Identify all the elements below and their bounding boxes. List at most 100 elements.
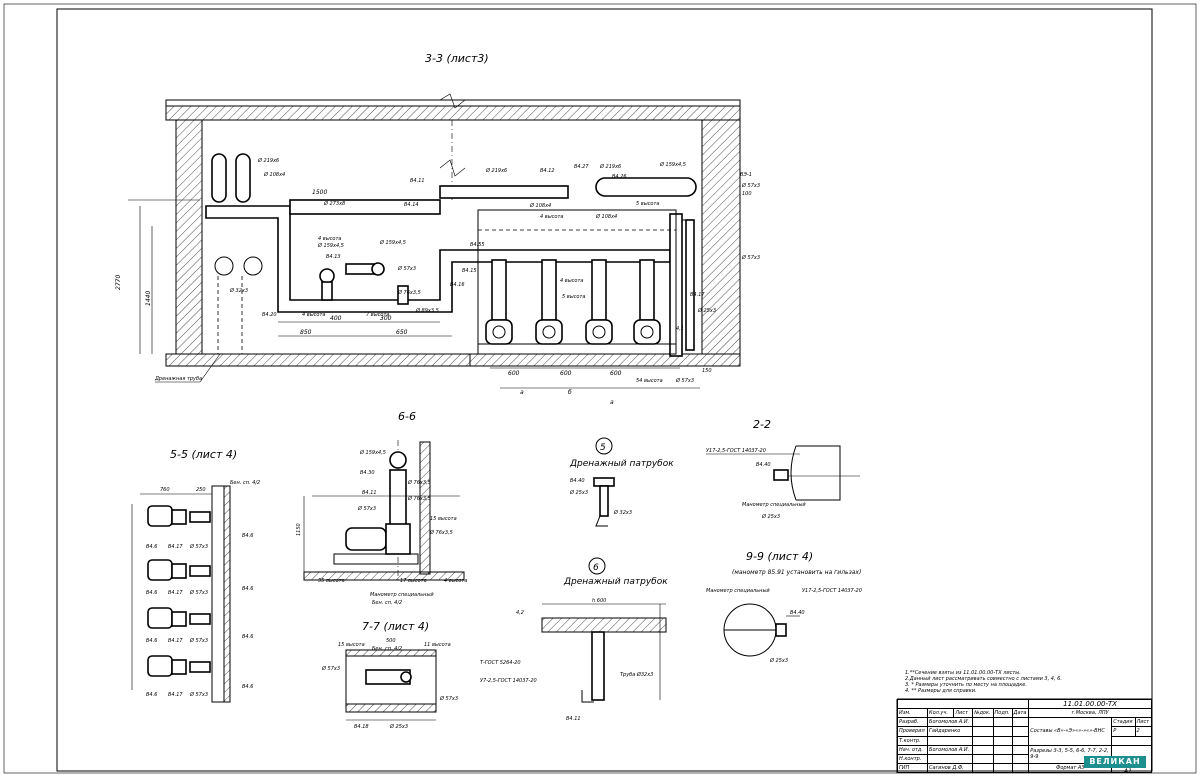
right-riser-2	[685, 219, 695, 351]
upper-pipe	[439, 185, 569, 199]
gauge-icon	[389, 451, 407, 469]
sheet-title: Составы «В»-«Э»«»-»«»-ВНС	[1028, 717, 1113, 746]
level-label: 4 высота	[560, 278, 583, 284]
stamp-cell	[1011, 744, 1030, 755]
wall-5-5	[211, 485, 225, 703]
ref-label: В4.27	[574, 164, 589, 170]
stamp-cell	[992, 735, 1013, 746]
level-label: 5 высота	[562, 294, 585, 300]
stamp-cell: Сагинов Д.Ф.	[927, 762, 974, 774]
pump-unit-3: В4.6 В4.17 Ø 57х3 В4.6	[146, 607, 253, 644]
stamp-cell: Дата	[1011, 708, 1030, 719]
stage-value: Р	[1111, 726, 1136, 737]
detail-circle	[588, 557, 606, 575]
level-label: 11 высота	[424, 642, 451, 648]
weld-note: У7-2,5-ГОСТ 14037-20	[480, 678, 537, 684]
ref-label: В4.15	[462, 268, 477, 274]
pump-6-6	[385, 523, 411, 555]
pipe-label: Ø 57х3	[741, 182, 760, 189]
stamp-cell	[992, 726, 1013, 737]
detail-6: 6 Дренажный патрубок h 600 4,2 Т-ГОСТ 52…	[480, 557, 668, 722]
pump-shaft	[541, 259, 557, 321]
note-line: 4. ** Размеры для справки.	[905, 688, 977, 694]
title-table: 11.01.00.00-ТХ Изм. Кол.уч. Лист №док. П…	[896, 698, 1153, 774]
dim-text: h 600	[592, 598, 606, 604]
sheet-number: А1	[1124, 768, 1132, 775]
leader	[199, 353, 221, 383]
nipple-pipe	[599, 485, 609, 517]
pipe-label: Ø 57х3	[439, 695, 458, 702]
note-line: 3. * Размеры уточнить по месту на площад…	[905, 682, 1027, 688]
section-9-9-note: (манометр 85.91 установить на гильзах)	[732, 569, 861, 576]
pipe-label: Ø 159x4,5	[359, 449, 386, 456]
section-5-5-title: 5-5 (лист 4)	[170, 448, 237, 461]
pipe-label: Ø 25х3	[569, 489, 588, 496]
level-label: 7 высота	[366, 312, 389, 318]
pump-motor	[535, 319, 563, 345]
stamp-cell	[972, 744, 994, 755]
pump-base	[477, 343, 677, 355]
stamp-cell: Проверил	[896, 726, 929, 737]
pump-unit-1: В4.6 В4.17 Ø 57х3 В4.6	[146, 505, 253, 550]
pipe-label: Ø 25х3	[761, 513, 780, 520]
pump-shaft	[591, 259, 607, 321]
ref-label: В4.30	[360, 470, 375, 476]
pipe-label: Ø 32х3	[229, 287, 248, 294]
stamp-cell	[1011, 735, 1030, 746]
section-7-7: 7-7 (лист 4) 15 высота 500 Бен. сп. 4/2 …	[321, 620, 458, 730]
stamp-cell: Нач. отд.	[896, 744, 929, 755]
axis-note: Бен. сп. 4/2	[372, 600, 402, 606]
stamp-cell	[972, 726, 994, 737]
stamp-cell	[1011, 717, 1030, 728]
slab-d6	[541, 617, 667, 633]
section-5-5: 5-5 (лист 4) 760 250 Бен. сп. 4/2 В4.6 В…	[131, 448, 260, 703]
detail-title: Дренажный патрубок	[563, 577, 668, 587]
ref-label: В4.16	[450, 282, 465, 288]
ref-label: В4.6	[146, 544, 157, 550]
ref-label: В4.40	[790, 610, 805, 616]
ref-label: В4.11	[362, 490, 377, 496]
section-7-7-title: 7-7 (лист 4)	[362, 620, 429, 633]
sheet-header: Лист	[1134, 717, 1153, 728]
pump-pipe	[189, 613, 211, 625]
ref-label: В4.40	[756, 462, 771, 468]
pump-4	[633, 259, 661, 345]
ref-label: В4.6	[146, 692, 157, 698]
pump-body	[171, 563, 187, 579]
base-6-6	[333, 553, 419, 565]
ref-label: В4.11	[566, 716, 581, 722]
tag: а	[610, 399, 614, 406]
gauge-2-2	[773, 469, 789, 481]
pump-eye	[542, 325, 556, 339]
right-wall	[701, 119, 741, 355]
stamp-cell	[927, 735, 974, 746]
stamp-cell: Н.контр.	[896, 753, 929, 764]
pump-body	[171, 611, 187, 627]
stamp-cell	[992, 753, 1013, 764]
floor-6-6	[303, 571, 465, 581]
pipe-label: Ø 76х3,5	[397, 289, 421, 296]
stamp-cell	[927, 753, 974, 764]
riser-6-6	[389, 469, 407, 531]
stamp-cell: Кол.уч.	[927, 708, 955, 719]
pipe-label: Ø 108х4	[529, 202, 551, 209]
pipe-label: Ø 57х3	[189, 589, 208, 596]
tolerance-note: Т-ГОСТ 5264-20	[480, 660, 521, 666]
pipe-2-2	[796, 445, 841, 501]
stamp-cell	[972, 762, 994, 774]
dim-text: 1500	[312, 189, 327, 196]
stamp-cell: Богомолов А.И.	[927, 717, 974, 728]
inner-frame	[56, 8, 1153, 772]
axis-note: Бен. сп. 4/2	[372, 646, 402, 652]
stamp-cell: Т.контр.	[896, 735, 929, 746]
top-header	[289, 199, 441, 215]
stamp-cell: ГИП	[896, 762, 929, 774]
ref-label: В4.6	[146, 638, 157, 644]
pump-pipe	[189, 511, 211, 523]
level-label: 4 высота	[318, 236, 341, 242]
pipe-label: Ø 57х3	[321, 665, 340, 672]
wall-6-6	[419, 441, 431, 575]
bolt-note: Манометр специальный	[742, 502, 806, 508]
pump-unit-4: В4.6 В4.17 Ø 57х3 В4.6	[146, 655, 253, 698]
pump-1	[485, 259, 513, 345]
